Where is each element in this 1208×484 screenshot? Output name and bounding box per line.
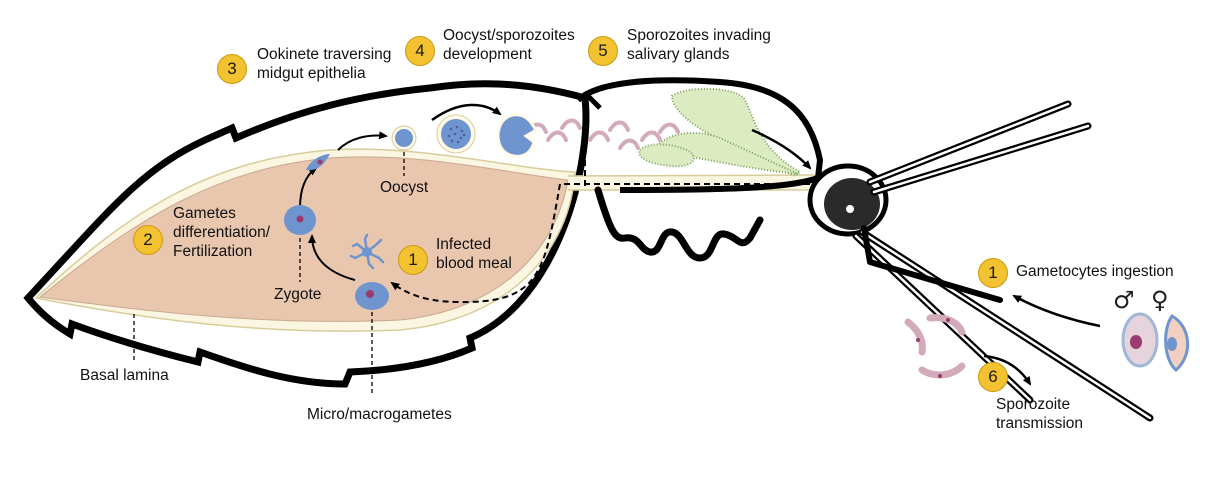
female-symbol: ♀ xyxy=(1151,286,1169,314)
male-gametocyte-nucleus xyxy=(1130,335,1142,349)
host-step-1-badge: 1 xyxy=(978,258,1008,288)
arrow-ookinete-to-oocyst xyxy=(337,131,388,151)
host-sporozoite-dot xyxy=(938,374,942,378)
step-5-badge: 5 xyxy=(588,36,618,66)
proboscis-outer-inner xyxy=(860,230,1152,420)
thorax-outline xyxy=(575,77,823,193)
arrow-gametocyte-ingestion xyxy=(1012,294,1101,328)
oocyst-bursting xyxy=(496,113,539,158)
zygote-nucleus xyxy=(296,215,304,223)
zygote-callout: Zygote xyxy=(274,286,322,303)
thorax-wing-root xyxy=(586,94,602,110)
micro-macrogametes-callout: Micro/macrogametes xyxy=(307,406,452,423)
female-gametocyte-nucleus xyxy=(1167,337,1177,351)
host-sporozoite-dot xyxy=(946,318,950,322)
palp-lower xyxy=(861,225,1003,303)
mosquito-eye xyxy=(824,178,880,230)
eye-highlight xyxy=(846,205,854,213)
arrow-meal-to-gametes xyxy=(308,234,356,281)
arrow-sporozoite-transmission xyxy=(983,354,1032,386)
host-sporozoites xyxy=(904,314,966,379)
sporozoites-in-hemolymph xyxy=(526,118,680,150)
host-sporozoite-dot xyxy=(916,338,920,342)
salivary-gland-inner-lobe xyxy=(638,143,695,168)
arrow-zygote-to-ookinete xyxy=(299,166,318,209)
oocyst-small-core xyxy=(395,129,413,147)
step-1-badge: 1 xyxy=(398,245,428,275)
antenna-lower-inner xyxy=(872,124,1090,194)
midgut-lumen xyxy=(38,156,569,322)
blood-path-dashed xyxy=(390,183,820,304)
macrogamete-nucleus xyxy=(366,290,374,298)
host-step-1-label: Gametocytes ingestion xyxy=(1016,263,1174,280)
oocyst-callout: Oocyst xyxy=(380,179,429,196)
male-symbol: ♂ xyxy=(1113,286,1135,314)
salivary-gland-lobe xyxy=(653,131,799,175)
ookinete-nucleus xyxy=(317,159,323,165)
step-6-badge: 6 xyxy=(978,362,1008,392)
step-4-badge: 4 xyxy=(405,36,435,66)
step-2-badge: 2 xyxy=(133,225,163,255)
salivary-arrow xyxy=(751,128,812,170)
antenna-upper-inner xyxy=(868,102,1070,184)
microgamete-exflagellating xyxy=(349,233,385,270)
arrow-oocyst-growth xyxy=(431,103,502,122)
basal-lamina-callout: Basal lamina xyxy=(80,367,169,384)
step-3-badge: 3 xyxy=(217,54,247,84)
leg-shape xyxy=(594,186,764,262)
oocyst-dots xyxy=(447,125,466,144)
salivary-gland xyxy=(670,87,802,178)
